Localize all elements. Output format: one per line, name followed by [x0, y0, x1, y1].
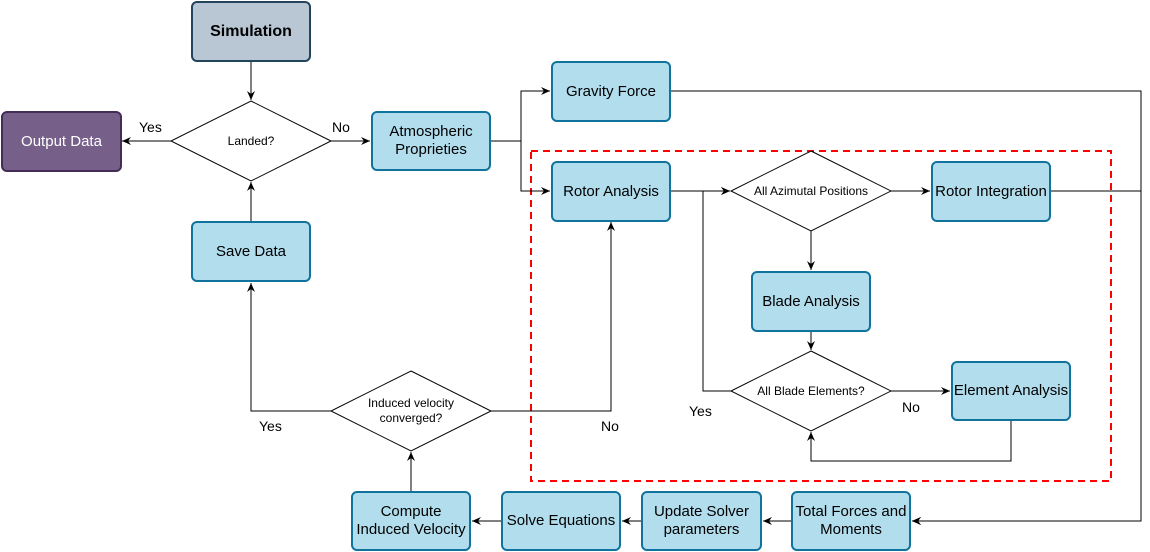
landed-decision-label[interactable]: Landed?: [227, 133, 275, 148]
edge-rotorint-total: [912, 190, 1142, 525]
all-blade-elements-decision-label[interactable]: All Blade Elements?: [757, 383, 865, 398]
rotor-integration-node[interactable]: Rotor Integration: [931, 161, 1051, 222]
induced-converged-decision-shape: [329, 370, 493, 452]
rotor-region-boundary: [530, 150, 1112, 482]
blade-analysis-node[interactable]: Blade Analysis: [751, 271, 871, 332]
landed-decision-shape: [169, 100, 333, 182]
edge-elements-yes-azimutal: [702, 187, 731, 392]
blade-elements-yes-label: Yes: [689, 403, 712, 419]
landed-no-label: No: [332, 119, 350, 135]
edge-gravity-total: [671, 90, 1142, 525]
gravity-force-node[interactable]: Gravity Force: [551, 61, 671, 122]
solve-equations-node[interactable]: Solve Equations: [501, 491, 621, 551]
edge-atmospheric-gravity: [491, 87, 550, 142]
all-azimutal-decision-label[interactable]: All Azimutal Positions: [753, 183, 869, 198]
rotor-analysis-node[interactable]: Rotor Analysis: [551, 161, 671, 222]
update-solver-parameters-node[interactable]: Update Solver parameters: [641, 491, 762, 551]
landed-yes-label: Yes: [139, 119, 162, 135]
edge-atmospheric-rotor: [520, 141, 550, 195]
total-forces-moments-node[interactable]: Total Forces and Moments: [791, 491, 911, 551]
element-analysis-node[interactable]: Element Analysis: [951, 361, 1071, 421]
edge-converged-rotor: [491, 222, 615, 412]
edge-converged-save: [247, 283, 331, 412]
induced-converged-decision-label[interactable]: Induced velocity converged?: [367, 396, 455, 425]
converged-no-label: No: [601, 418, 619, 434]
output-data-node[interactable]: Output Data: [1, 111, 122, 172]
edge-element-loop: [807, 421, 1012, 462]
save-data-node[interactable]: Save Data: [191, 221, 311, 282]
compute-induced-velocity-node[interactable]: Compute Induced Velocity: [351, 491, 471, 551]
simulation-node[interactable]: Simulation: [191, 1, 311, 62]
converged-yes-label: Yes: [259, 418, 282, 434]
atmospheric-proprieties-node[interactable]: Atmospheric Proprieties: [371, 111, 491, 171]
all-blade-elements-decision-shape: [729, 350, 893, 432]
blade-elements-no-label: No: [902, 399, 920, 415]
